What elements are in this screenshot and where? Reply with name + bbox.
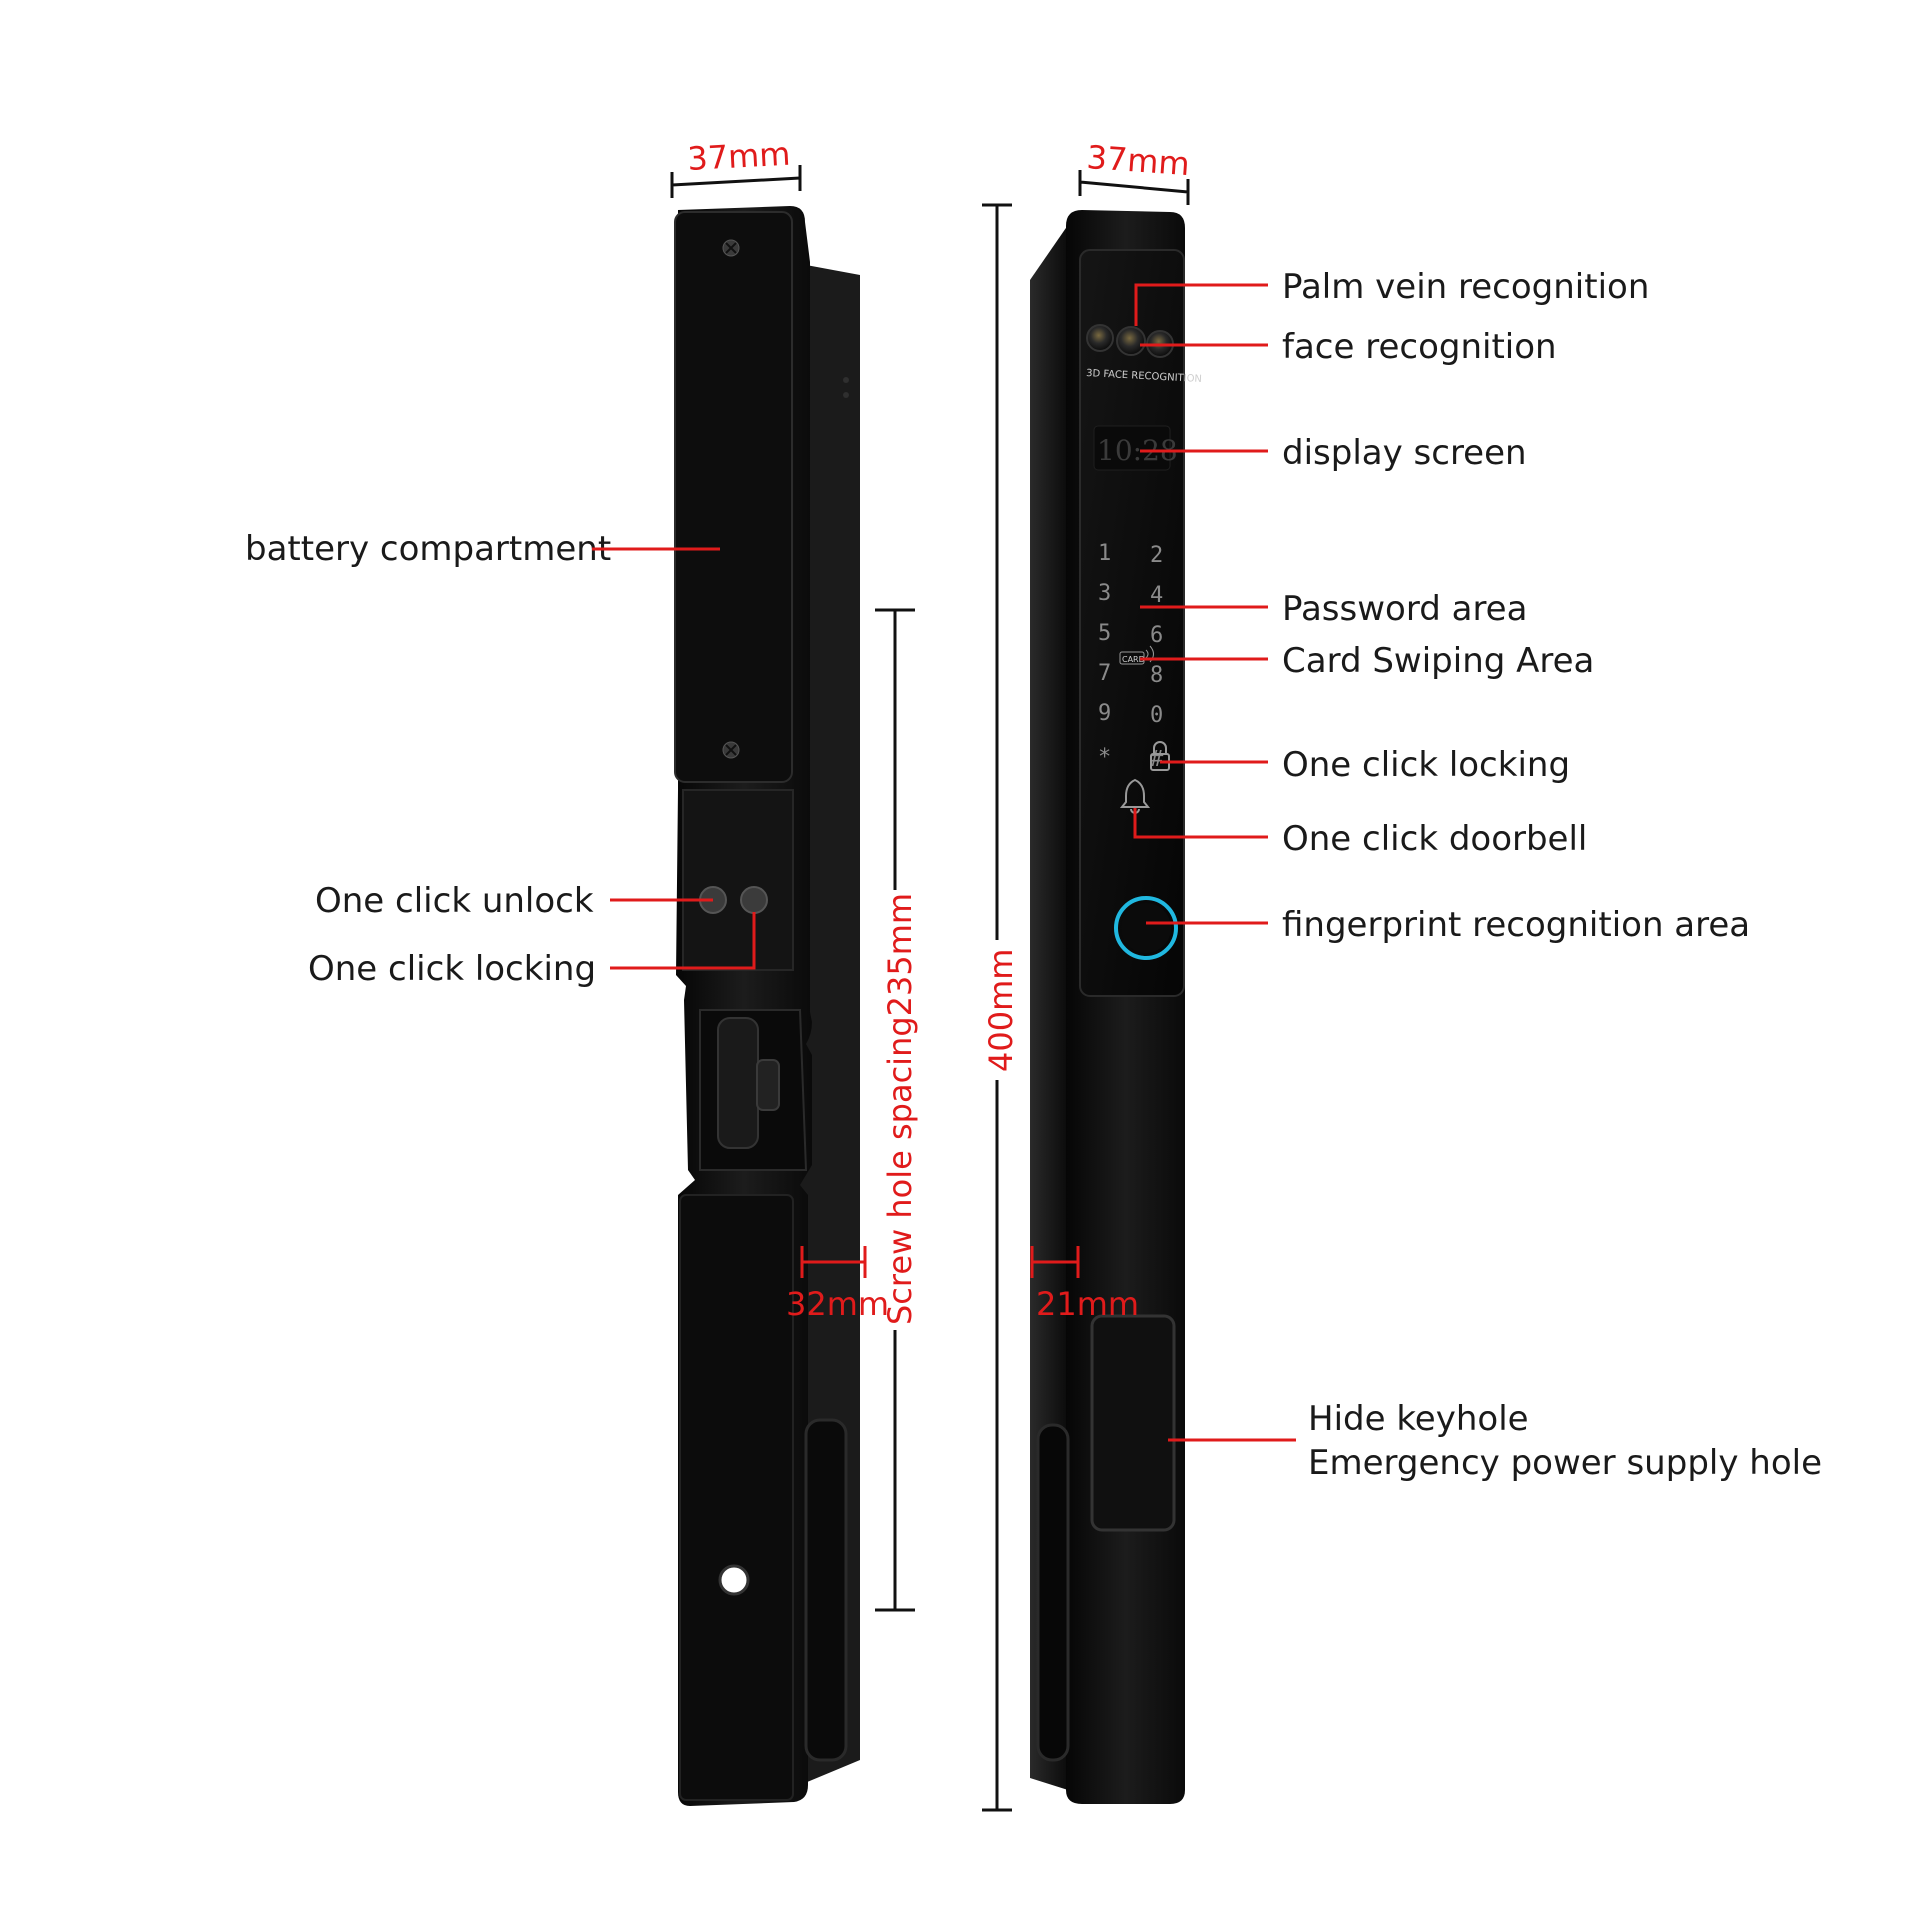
one-click-unlock-label: One click unlock xyxy=(315,881,594,921)
vent-dot xyxy=(843,392,849,398)
password-area-label: Password area xyxy=(1282,589,1527,629)
key-8[interactable]: 8 xyxy=(1150,663,1163,688)
right-thickness-dimension: 21mm xyxy=(1030,1246,1139,1323)
emergency-power-label: Emergency power supply hole xyxy=(1308,1443,1822,1483)
card-wave-icon xyxy=(1145,645,1154,663)
camera-left-icon xyxy=(1086,324,1114,352)
one-click-locking-label-left: One click locking xyxy=(308,949,596,989)
hide-keyhole-label: Hide keyhole xyxy=(1308,1399,1529,1439)
key-hash[interactable]: # xyxy=(1150,747,1164,772)
middle-plate xyxy=(682,789,794,971)
thumb-turn-lever xyxy=(756,1059,780,1111)
fingerprint-ring xyxy=(1114,896,1178,960)
lower-plate xyxy=(679,1194,794,1801)
camera-center-icon xyxy=(1116,326,1146,356)
hidden-keyhole-cover[interactable] xyxy=(1090,1314,1176,1532)
key-6[interactable]: 6 xyxy=(1150,623,1163,648)
right-thickness-label: 21mm xyxy=(1036,1285,1139,1323)
vent-dot xyxy=(843,377,849,383)
side-handle-slot-right xyxy=(1036,1423,1070,1762)
keypad[interactable]: 1 2 3 4 5 6 7 8 9 0 * # xyxy=(1098,541,1164,772)
display-screen xyxy=(1093,425,1171,471)
right-width-dimension: 37mm xyxy=(1078,138,1191,205)
screw-bottom-slot xyxy=(725,744,737,756)
lock-button[interactable] xyxy=(740,886,768,914)
fingerprint-label: fingerprint recognition area xyxy=(1282,905,1750,945)
screw-spacing-label: Screw hole spacing235mm xyxy=(881,893,919,1325)
right-lock-body: 3D FACE RECOGNITION 10:28 1 2 3 4 5 6 7 … xyxy=(1030,210,1202,1804)
battery-compartment-label: battery compartment xyxy=(245,529,611,569)
left-lock-body xyxy=(674,206,860,1806)
left-thickness-dimension: 32mm xyxy=(786,1246,889,1323)
thumb-turn-knob[interactable] xyxy=(717,1017,759,1149)
doorbell-leader xyxy=(1133,808,1268,839)
key-1[interactable]: 1 xyxy=(1098,541,1111,566)
key-5[interactable]: 5 xyxy=(1098,621,1111,646)
screw-top-slot xyxy=(725,242,737,254)
card-swiping-label: Card Swiping Area xyxy=(1282,641,1594,681)
one-click-locking-label-right: One click locking xyxy=(1282,745,1570,785)
right-width-label: 37mm xyxy=(1085,138,1190,183)
height-label: 400mm xyxy=(982,949,1020,1072)
left-width-dimension: 37mm xyxy=(670,135,802,198)
screw-hole xyxy=(718,1564,750,1596)
left-width-label: 37mm xyxy=(686,135,791,178)
key-4[interactable]: 4 xyxy=(1150,583,1163,608)
glass-panel xyxy=(1079,249,1185,997)
one-click-doorbell-label: One click doorbell xyxy=(1282,819,1587,859)
key-2[interactable]: 2 xyxy=(1150,543,1163,568)
side-handle-slot xyxy=(804,1418,848,1762)
palm-leader xyxy=(1134,283,1268,326)
screw-spacing-dimension: Screw hole spacing235mm xyxy=(875,608,919,1612)
key-3[interactable]: 3 xyxy=(1098,581,1111,606)
face-recognition-label: face recognition xyxy=(1282,327,1557,367)
locking-leader-left xyxy=(610,912,756,970)
palm-vein-label: Palm vein recognition xyxy=(1282,267,1649,307)
key-star[interactable]: * xyxy=(1098,745,1111,770)
right-lock-side-plate xyxy=(1030,225,1068,1790)
key-9[interactable]: 9 xyxy=(1098,701,1111,726)
battery-cover xyxy=(674,211,793,783)
key-7[interactable]: 7 xyxy=(1098,661,1111,686)
height-dimension: 400mm xyxy=(982,203,1020,1812)
display-screen-label: display screen xyxy=(1282,433,1527,473)
card-badge-label: CARD xyxy=(1122,655,1145,664)
left-thickness-label: 32mm xyxy=(786,1285,889,1323)
key-0[interactable]: 0 xyxy=(1150,703,1163,728)
fingerprint-sensor-icon[interactable] xyxy=(1121,903,1171,953)
